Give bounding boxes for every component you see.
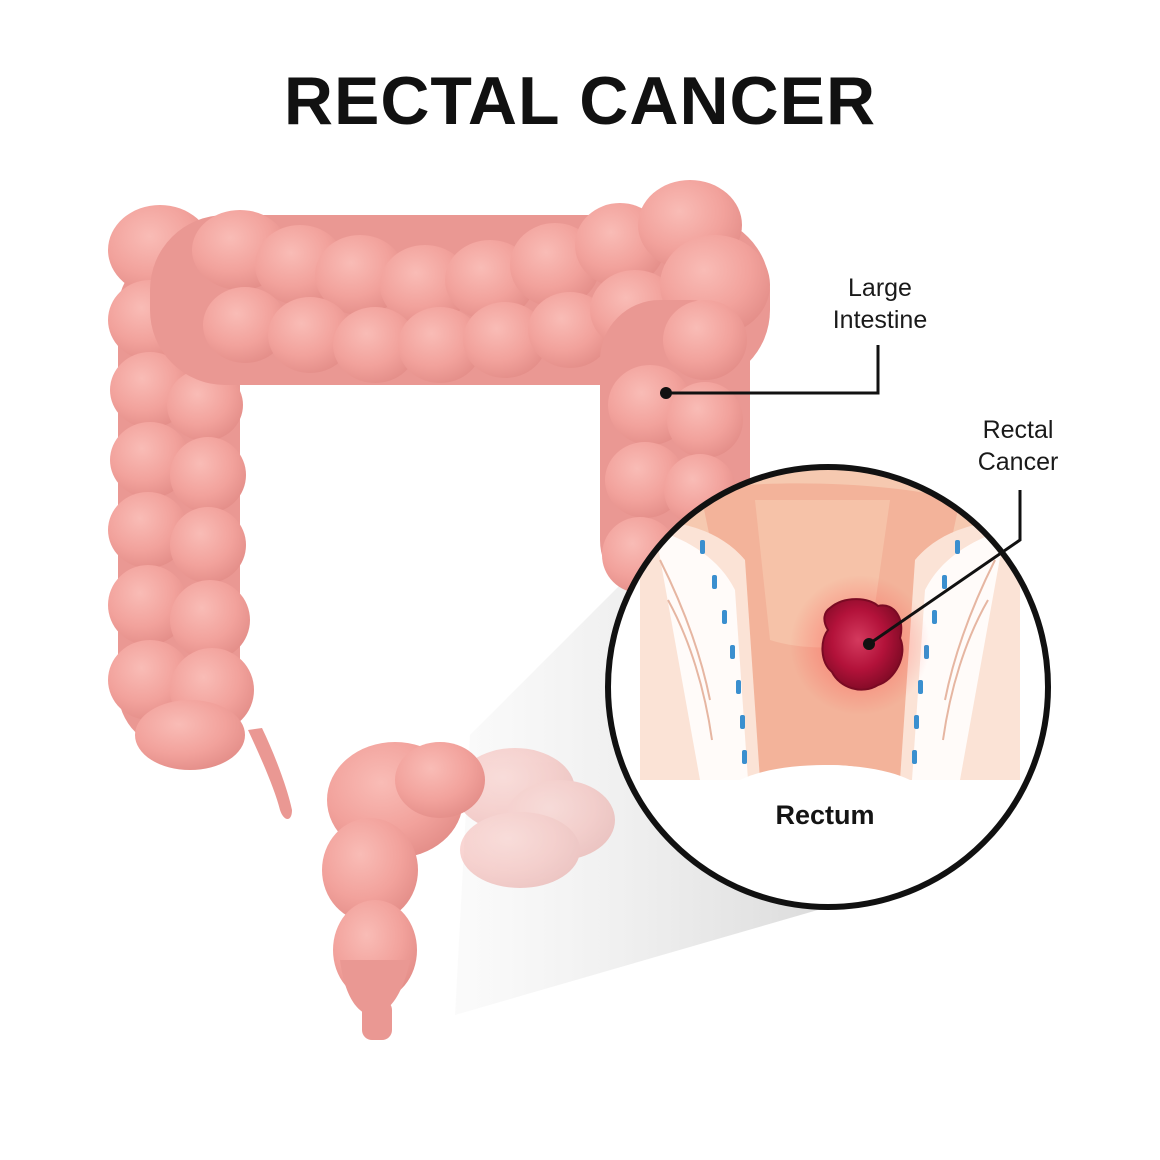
- rectum-magnifier: [605, 464, 1051, 910]
- label-large-intestine-line2: Intestine: [832, 306, 928, 334]
- sigmoid-rectum: [322, 742, 615, 1040]
- label-large-intestine-line1: Large: [848, 274, 912, 302]
- leader-lines: [660, 345, 1022, 650]
- tumor-blob: [821, 598, 904, 691]
- label-large-intestine: Large Intestine: [800, 272, 960, 336]
- label-rectal-cancer-line2: Cancer: [977, 448, 1059, 476]
- label-rectal-cancer-line1: Rectal: [982, 416, 1054, 444]
- page-title: RECTAL CANCER: [283, 63, 877, 139]
- label-rectum: Rectum: [775, 800, 875, 830]
- label-rectal-cancer: Rectal Cancer: [938, 414, 1098, 478]
